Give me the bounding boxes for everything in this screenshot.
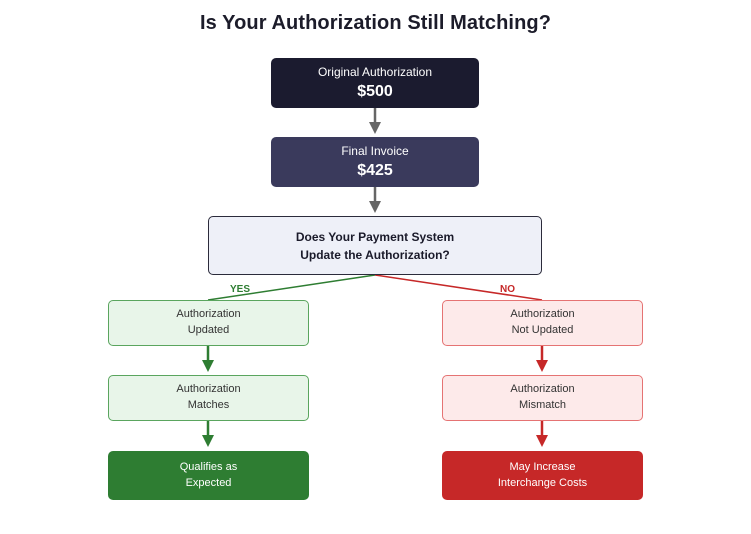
no-authorization-not-updated-box: Authorization Not Updated: [442, 300, 643, 346]
final-invoice-amount: $425: [357, 161, 393, 179]
yes-outcome-line-2: Expected: [185, 476, 232, 489]
yes-step2-line-1: Authorization: [176, 383, 241, 396]
arrowhead-original-to-invoice: [369, 122, 381, 134]
final-invoice-box: Final Invoice $425: [271, 137, 479, 187]
arrowhead-yes-step1-to-step2: [202, 360, 214, 372]
yes-step2-line-2: Matches: [187, 399, 230, 411]
no-branch-label: NO: [500, 284, 515, 295]
diagram-title: Is Your Authorization Still Matching?: [199, 12, 552, 34]
yes-outcome-box: Qualifies as Expected: [108, 451, 309, 500]
yes-step1-line-2: Updated: [187, 324, 230, 336]
no-step2-line-2: Mismatch: [518, 399, 567, 411]
yes-branch-line: [207, 274, 376, 301]
yes-authorization-updated-box: Authorization Updated: [108, 300, 309, 346]
yes-branch-label: YES: [230, 284, 251, 295]
no-authorization-mismatch-box: Authorization Mismatch: [442, 375, 643, 421]
no-step1-line-1: Authorization: [510, 308, 575, 321]
no-outcome-line-1: May Increase: [509, 460, 576, 473]
original-authorization-box: Original Authorization $500: [271, 58, 479, 108]
arrowhead-invoice-to-question: [369, 201, 381, 213]
arrowhead-yes-step2-to-outcome: [202, 435, 214, 447]
no-step2-line-1: Authorization: [510, 383, 575, 396]
original-authorization-label: Original Authorization: [317, 64, 433, 79]
final-invoice-label: Final Invoice: [341, 143, 409, 158]
no-outcome-box: May Increase Interchange Costs: [442, 451, 643, 500]
arrowhead-no-step2-to-outcome: [536, 435, 548, 447]
yes-authorization-matches-box: Authorization Matches: [108, 375, 309, 421]
original-authorization-amount: $500: [357, 82, 393, 100]
no-step1-line-2: Not Updated: [511, 324, 574, 336]
yes-step1-line-1: Authorization: [176, 308, 241, 321]
decision-question-box: Does Your Payment System Update the Auth…: [208, 216, 542, 275]
arrowhead-no-step1-to-step2: [536, 360, 548, 372]
no-outcome-line-2: Interchange Costs: [497, 476, 588, 489]
question-line-2: Update the Authorization?: [300, 247, 450, 262]
question-line-1: Does Your Payment System: [295, 229, 455, 244]
no-branch-line: [374, 274, 543, 301]
yes-outcome-line-1: Qualifies as: [179, 460, 238, 473]
